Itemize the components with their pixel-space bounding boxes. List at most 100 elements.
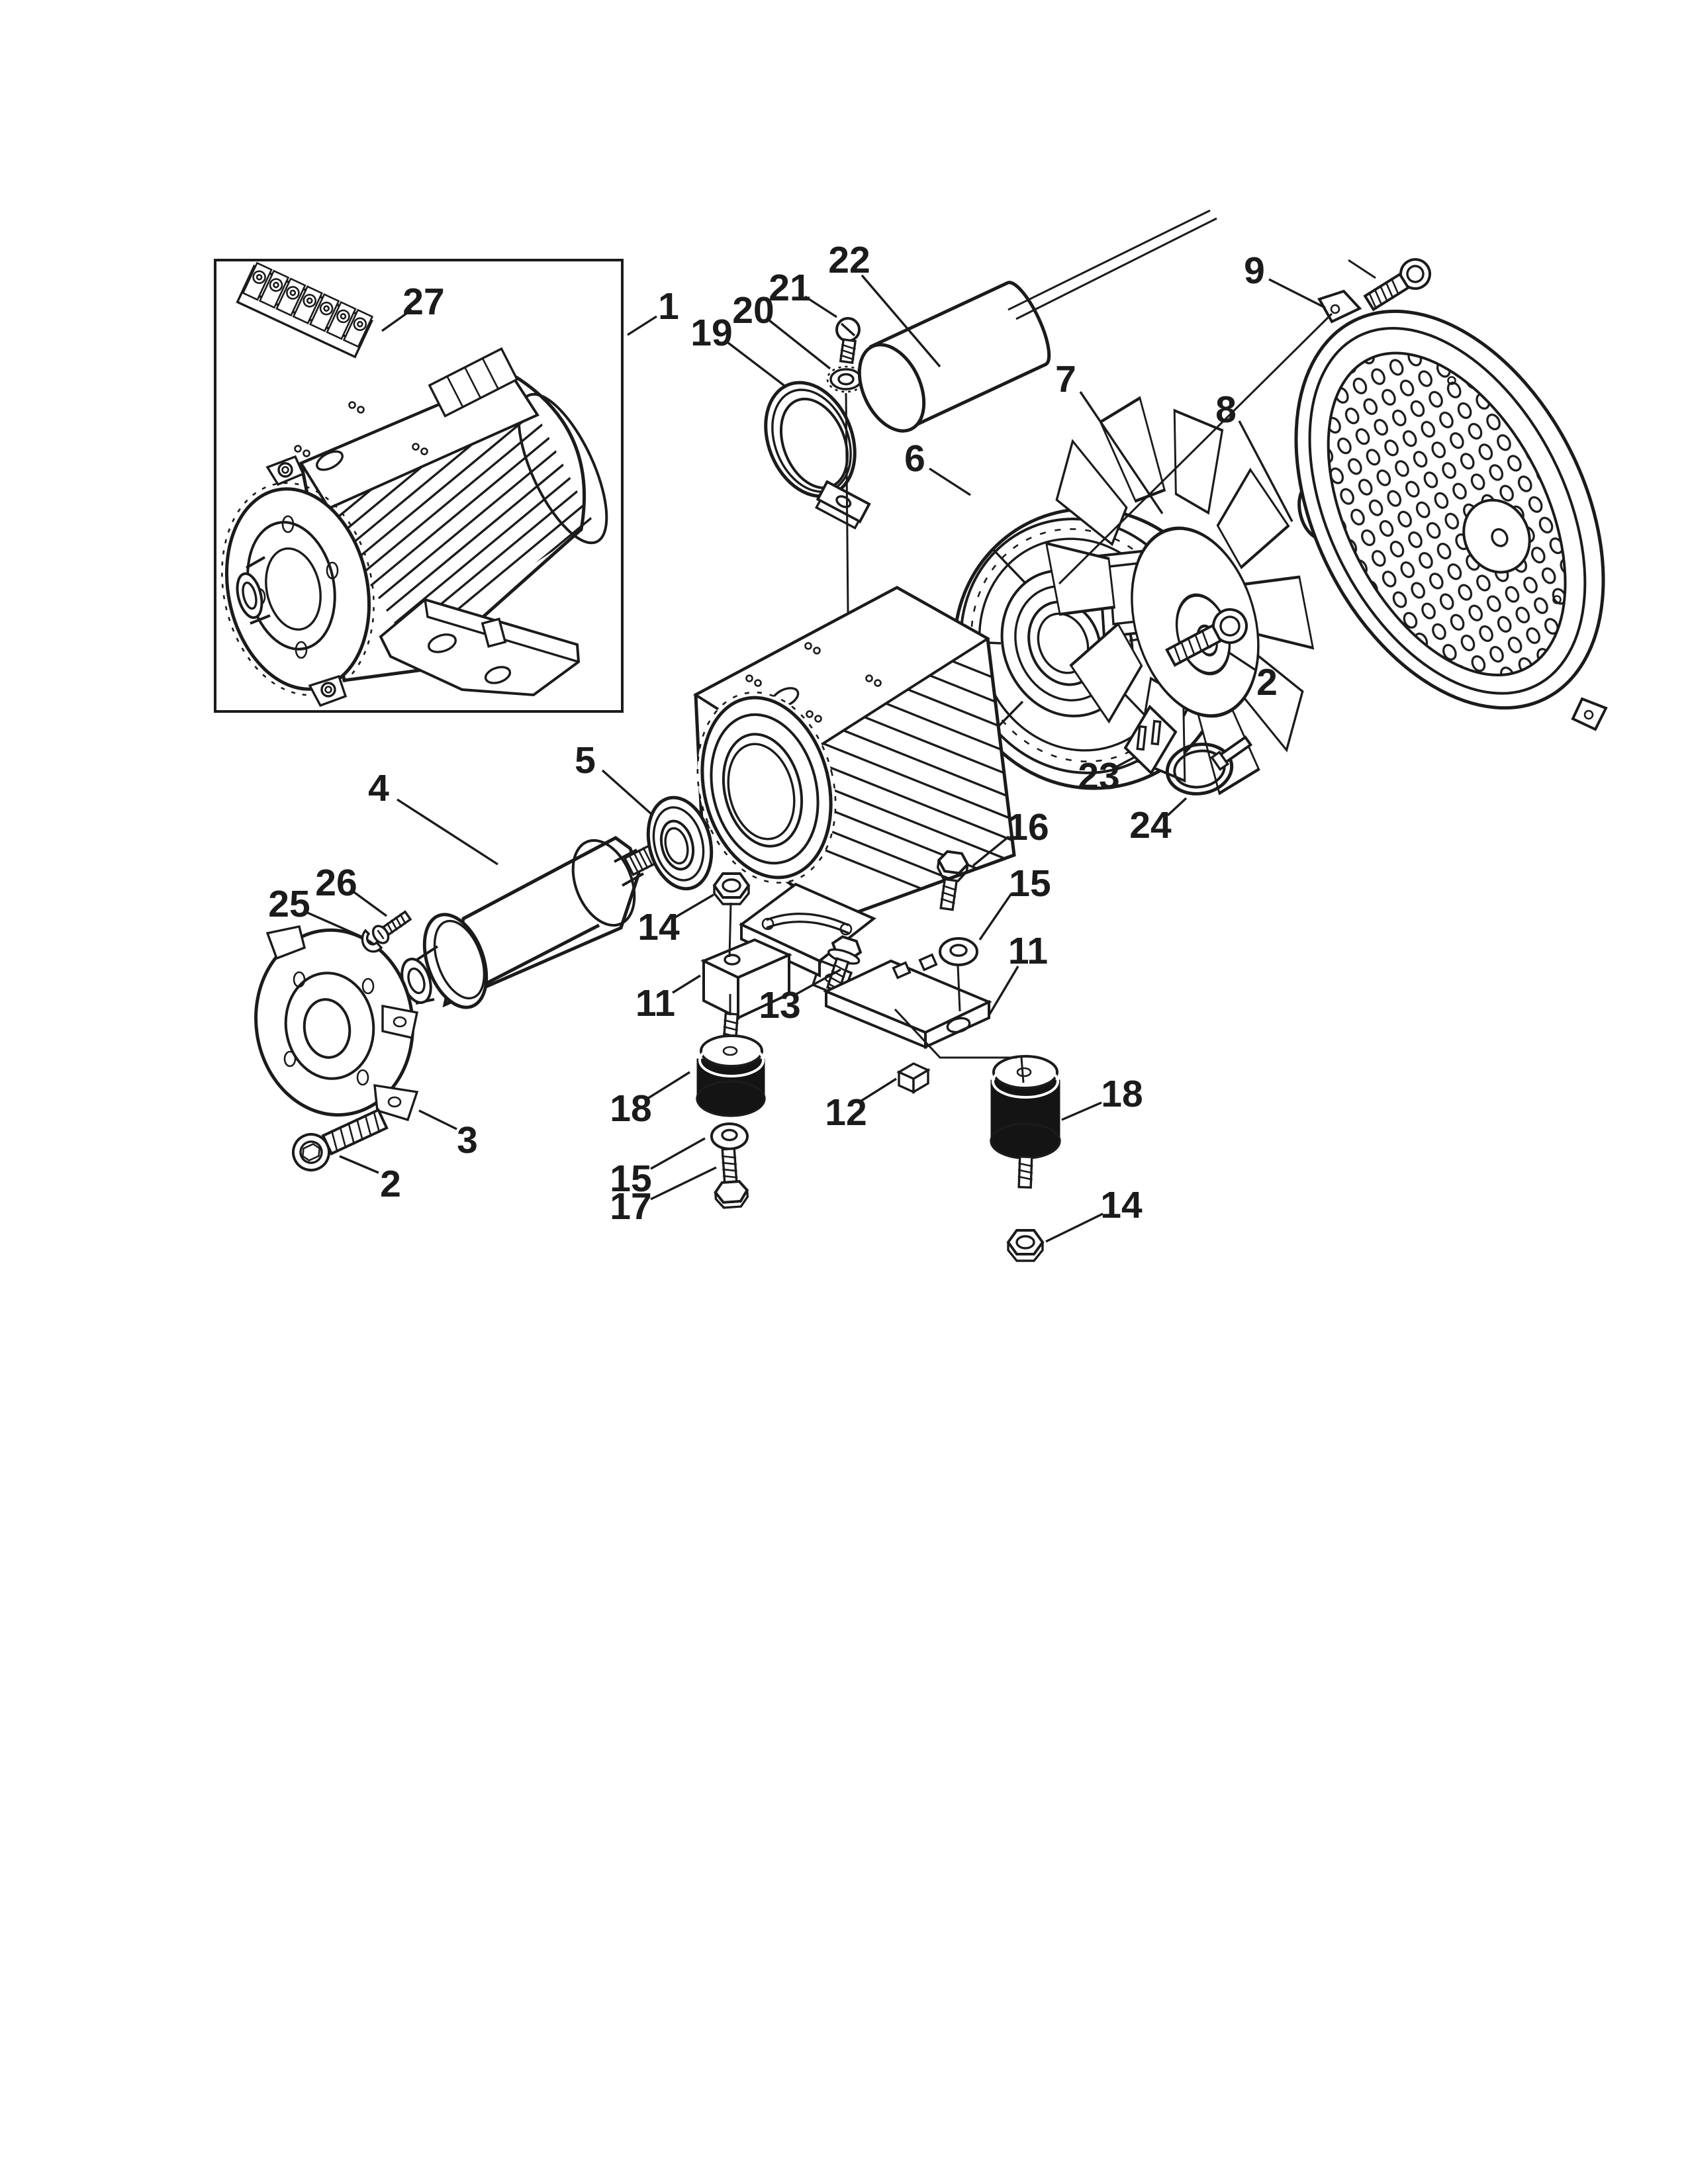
callout-25: 25 bbox=[268, 883, 310, 925]
assembly-line bbox=[845, 392, 849, 613]
leader-line bbox=[1268, 278, 1326, 309]
key-clip bbox=[361, 929, 383, 953]
callout-8: 8 bbox=[1215, 388, 1237, 431]
rotor bbox=[400, 836, 661, 1009]
hex-bolt-17 bbox=[714, 1147, 749, 1209]
callout-2: 2 bbox=[1256, 661, 1278, 704]
assembly-line bbox=[1058, 312, 1333, 585]
leader-line bbox=[768, 319, 831, 370]
callout-23: 23 bbox=[1078, 755, 1119, 797]
motor-assembly bbox=[221, 347, 608, 707]
motor-terminal-block bbox=[428, 347, 519, 418]
callout-6: 6 bbox=[904, 437, 925, 480]
assembly-line bbox=[1020, 1057, 1025, 1083]
leader-line bbox=[647, 1071, 690, 1100]
callout-15: 15 bbox=[1009, 862, 1051, 905]
leader-line bbox=[627, 315, 657, 336]
callout-11: 11 bbox=[1008, 930, 1048, 972]
assembly-line bbox=[1348, 259, 1376, 279]
callout-27: 27 bbox=[402, 281, 444, 323]
fan-cover bbox=[1294, 289, 1608, 731]
leader-line bbox=[418, 1109, 457, 1130]
leader-line bbox=[397, 798, 498, 866]
leader-line bbox=[672, 974, 701, 994]
callout-9: 9 bbox=[1244, 250, 1265, 292]
leader-line bbox=[650, 1166, 717, 1201]
assembly-line bbox=[1008, 209, 1211, 311]
leader-line bbox=[972, 835, 1010, 867]
callout-11: 11 bbox=[635, 982, 675, 1024]
callout-7: 7 bbox=[1055, 358, 1076, 400]
callout-2: 2 bbox=[380, 1163, 401, 1205]
callout-15: 15 bbox=[610, 1158, 651, 1200]
leader-line bbox=[804, 295, 837, 318]
callout-18: 18 bbox=[610, 1087, 651, 1130]
cover-screw bbox=[1363, 258, 1431, 312]
hex-bolt-16 bbox=[936, 850, 970, 911]
shield-screw bbox=[1165, 608, 1248, 667]
leader-line bbox=[1227, 651, 1256, 671]
leader-line bbox=[650, 1137, 706, 1170]
flange-screw bbox=[292, 1108, 389, 1171]
leader-line bbox=[860, 1077, 897, 1103]
callout-20: 20 bbox=[732, 289, 774, 332]
leader-line bbox=[1166, 797, 1188, 817]
callout-21: 21 bbox=[769, 267, 810, 309]
leader-line bbox=[601, 769, 653, 815]
assembly-lines bbox=[728, 209, 1376, 1083]
leader-line bbox=[861, 274, 941, 368]
ball-bearing bbox=[646, 796, 714, 891]
leader-line bbox=[339, 1155, 379, 1174]
leader-line bbox=[351, 889, 388, 917]
terminal-strip bbox=[236, 261, 374, 359]
callout-22: 22 bbox=[828, 239, 870, 281]
leader-line bbox=[796, 968, 841, 995]
callout-5: 5 bbox=[575, 739, 596, 782]
terminal-screws bbox=[252, 270, 367, 332]
leader-line bbox=[929, 467, 971, 496]
assembly-line bbox=[894, 1008, 1017, 1059]
callout-13: 13 bbox=[759, 984, 800, 1026]
leader-line bbox=[1045, 1212, 1103, 1243]
hose-clamp bbox=[1165, 735, 1253, 796]
assembly-line bbox=[957, 964, 961, 1012]
callout-19: 19 bbox=[690, 312, 732, 354]
callout-18: 18 bbox=[1101, 1073, 1143, 1115]
bracket-bolt bbox=[825, 935, 863, 993]
callout-24: 24 bbox=[1129, 804, 1172, 846]
leader-line bbox=[978, 893, 1013, 940]
leader-line bbox=[1061, 1101, 1102, 1121]
damper-right bbox=[990, 1055, 1061, 1189]
clamp-screw bbox=[835, 317, 861, 365]
assembly-line bbox=[1015, 217, 1217, 320]
damper-left bbox=[696, 1012, 766, 1117]
drive-end-flange bbox=[254, 925, 419, 1122]
leader-line bbox=[1079, 391, 1164, 514]
leader-line bbox=[305, 911, 363, 938]
leader-line bbox=[727, 341, 788, 388]
capacitor bbox=[857, 281, 1051, 433]
leader-line bbox=[675, 893, 714, 919]
contact-plate bbox=[1123, 704, 1178, 776]
callout-1: 1 bbox=[658, 285, 679, 328]
motor-flange bbox=[221, 455, 375, 707]
assembly-line bbox=[728, 902, 732, 958]
callout-17: 17 bbox=[610, 1185, 651, 1228]
washer-15-right bbox=[939, 937, 978, 966]
callout-3: 3 bbox=[457, 1119, 478, 1161]
leader-line bbox=[1238, 420, 1293, 522]
callout-14: 14 bbox=[1100, 1184, 1143, 1226]
spacer-block bbox=[896, 1062, 931, 1094]
leader-line bbox=[381, 308, 412, 332]
callout-12: 12 bbox=[825, 1091, 867, 1134]
leader-line bbox=[988, 966, 1019, 1016]
mount-bracket-right bbox=[823, 953, 992, 1050]
callout-4: 4 bbox=[368, 767, 389, 809]
motor-foot bbox=[379, 598, 581, 697]
lock-nut-bottom bbox=[1006, 1229, 1045, 1262]
callout-26: 26 bbox=[315, 862, 357, 904]
callout-16: 16 bbox=[1007, 806, 1049, 848]
callout-14: 14 bbox=[637, 906, 680, 948]
inset-box bbox=[214, 259, 624, 713]
